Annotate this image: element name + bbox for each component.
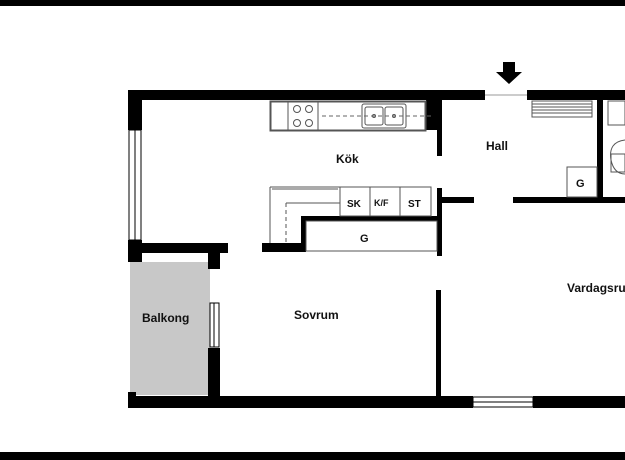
kitchen-counter-top (269, 100, 427, 132)
wall-kitchen-inner-v (301, 216, 306, 252)
wall-kitchen-hall-b (437, 130, 442, 156)
wall-wardrobe-right (597, 100, 603, 200)
wall-balcony-right-a (208, 243, 220, 269)
balcony-area (130, 262, 210, 395)
label-hall: Hall (486, 139, 508, 153)
arrow-down-icon (496, 62, 522, 84)
label-wardrobe-kitchen: G (360, 233, 369, 245)
wall-kitchen-hall-a (426, 100, 442, 130)
wall-hall-living (513, 197, 625, 203)
wall-top-right (527, 90, 625, 100)
appliance-cabinets (339, 186, 432, 217)
wall-bottom-right (533, 396, 625, 408)
wall-kitchen-inner-h (301, 216, 437, 221)
label-balcony: Balkong (142, 311, 189, 325)
wall-hall-stub (442, 197, 474, 203)
wall-top-left (128, 90, 485, 100)
wall-balcony-right-b (208, 348, 220, 396)
label-kitchen: Kök (336, 152, 359, 166)
wall-left-upper-a (128, 90, 142, 130)
wall-bottom-left (128, 396, 473, 408)
outer-walls (128, 90, 625, 408)
wall-balcony-top (128, 243, 228, 253)
stove-icon (287, 101, 319, 131)
bottom-frame-bar (0, 452, 625, 460)
label-living-room: Vardagsrum (567, 281, 625, 295)
label-wardrobe-hall: G (576, 178, 585, 190)
radiator-icon (531, 100, 593, 118)
wall-kitchen-hall-c (437, 188, 442, 256)
interior-walls (262, 100, 625, 396)
label-cabinet-st: ST (408, 199, 421, 210)
wall-kitchen-bedroom (262, 243, 306, 252)
label-bedroom: Sovrum (294, 308, 339, 322)
toilet-icon (607, 100, 625, 175)
wall-bedroom-living (436, 290, 441, 396)
top-frame-bar (0, 0, 625, 6)
label-cabinet-sk: SK (347, 199, 362, 210)
label-cabinet-kf: K/F (374, 198, 389, 208)
wardrobe-kitchen (305, 220, 438, 252)
windows (128, 94, 534, 408)
wardrobe-hall (566, 166, 598, 198)
